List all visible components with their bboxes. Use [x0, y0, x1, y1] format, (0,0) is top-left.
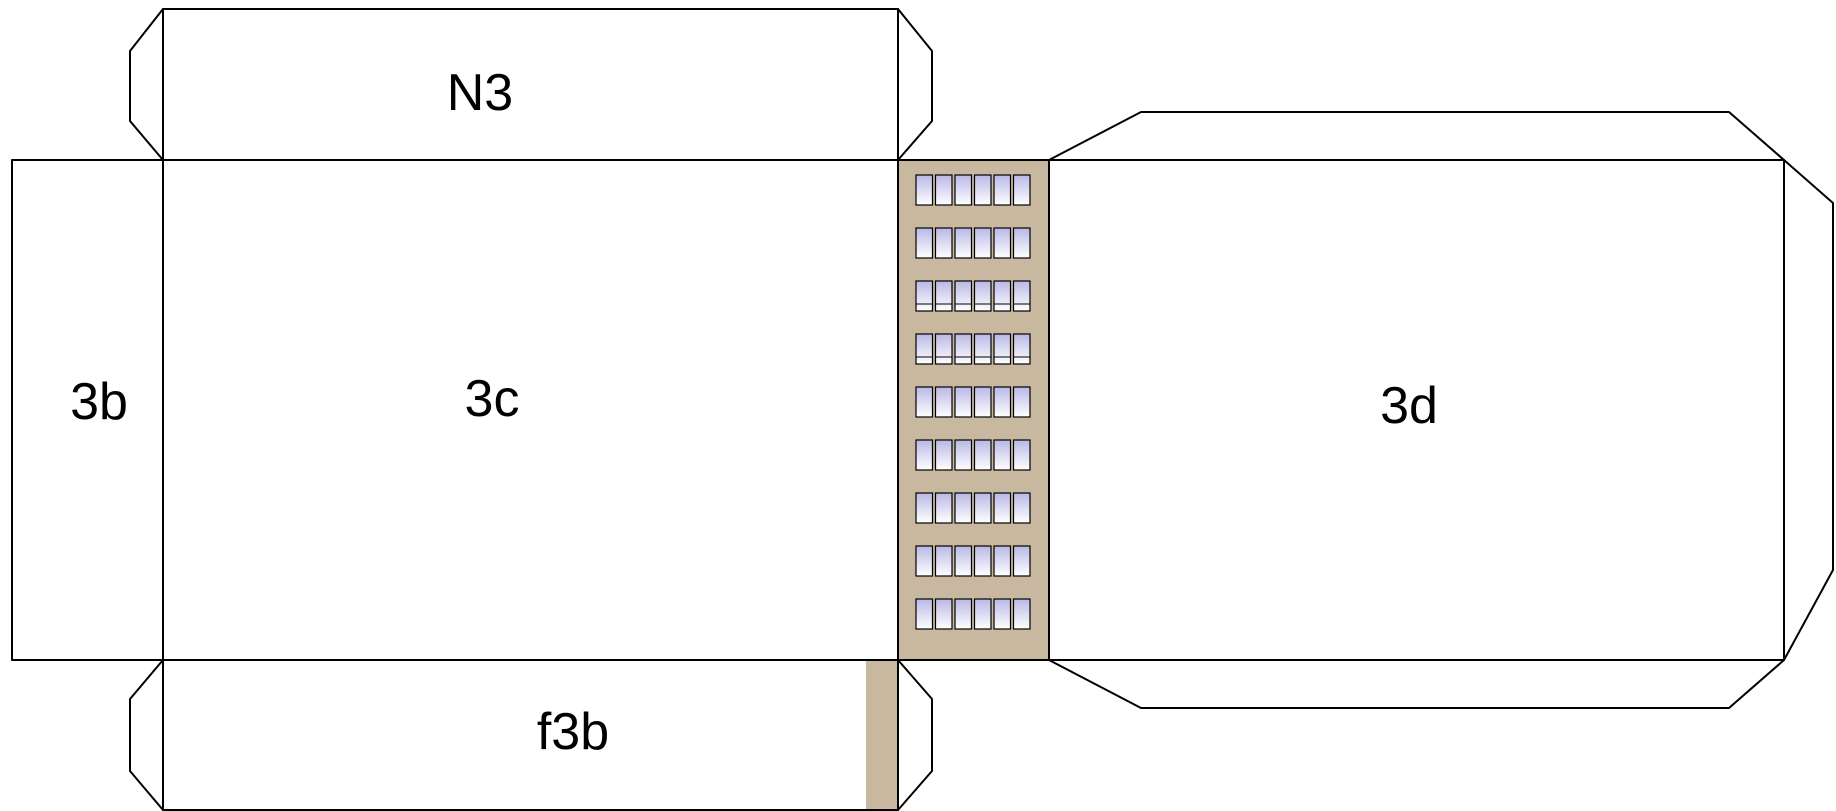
left-panel-3b: 3b [11, 159, 164, 661]
window [993, 333, 1012, 365]
window [993, 545, 1012, 577]
right-panel-side-tab [1783, 159, 1834, 661]
right-panel-3d: 3d [1048, 111, 1834, 709]
top-flap-right-tab [897, 8, 933, 161]
bottom-flap-f3b: f3b [129, 659, 933, 811]
window [1012, 386, 1031, 418]
window [973, 333, 992, 365]
window [915, 492, 934, 524]
center-panel-label: 3c [465, 370, 520, 428]
window [915, 333, 934, 365]
window [954, 545, 973, 577]
window [993, 227, 1012, 259]
top-flap-label: N3 [447, 64, 513, 122]
window [934, 227, 953, 259]
center-panel-3c: 3c [162, 159, 899, 661]
bottom-flap-panel [162, 659, 899, 811]
bottom-flap-right-tab [897, 659, 933, 811]
window [1012, 227, 1031, 259]
window [993, 492, 1012, 524]
window [1012, 280, 1031, 312]
right-panel-bottom-tab [1048, 659, 1785, 709]
window [915, 227, 934, 259]
window [954, 333, 973, 365]
top-flap-left-tab [129, 8, 164, 161]
window [934, 492, 953, 524]
right-panel-top-tab [1048, 111, 1785, 161]
glue-strip [866, 661, 897, 809]
bottom-flap-label: f3b [537, 703, 609, 761]
window [1012, 598, 1031, 630]
window [1012, 174, 1031, 206]
window [993, 439, 1012, 471]
center-panel [162, 159, 899, 661]
window [915, 174, 934, 206]
window [934, 545, 953, 577]
window [915, 598, 934, 630]
window [973, 280, 992, 312]
window [934, 598, 953, 630]
window [1012, 492, 1031, 524]
window [993, 174, 1012, 206]
top-flap-n3: N3 [129, 8, 933, 161]
window [934, 333, 953, 365]
window [954, 598, 973, 630]
window [993, 280, 1012, 312]
top-flap-panel [162, 8, 899, 161]
window [993, 386, 1012, 418]
window [1012, 439, 1031, 471]
left-panel [11, 159, 164, 661]
window [934, 386, 953, 418]
window [954, 174, 973, 206]
left-panel-label: 3b [70, 373, 128, 431]
window [934, 174, 953, 206]
window [954, 227, 973, 259]
window [915, 280, 934, 312]
window [934, 280, 953, 312]
right-panel [1048, 159, 1785, 661]
window [1012, 545, 1031, 577]
window [954, 386, 973, 418]
window [973, 174, 992, 206]
window [915, 545, 934, 577]
window [973, 439, 992, 471]
window [973, 545, 992, 577]
window-grid [915, 174, 1031, 630]
window [973, 598, 992, 630]
window [954, 439, 973, 471]
window [1012, 333, 1031, 365]
window [973, 386, 992, 418]
window [954, 492, 973, 524]
right-panel-label: 3d [1380, 377, 1438, 435]
bottom-flap-left-tab [129, 659, 164, 811]
window [934, 439, 953, 471]
building-facade [897, 159, 1050, 661]
window [973, 227, 992, 259]
window [915, 439, 934, 471]
window [973, 492, 992, 524]
window [915, 386, 934, 418]
window [954, 280, 973, 312]
window [993, 598, 1012, 630]
